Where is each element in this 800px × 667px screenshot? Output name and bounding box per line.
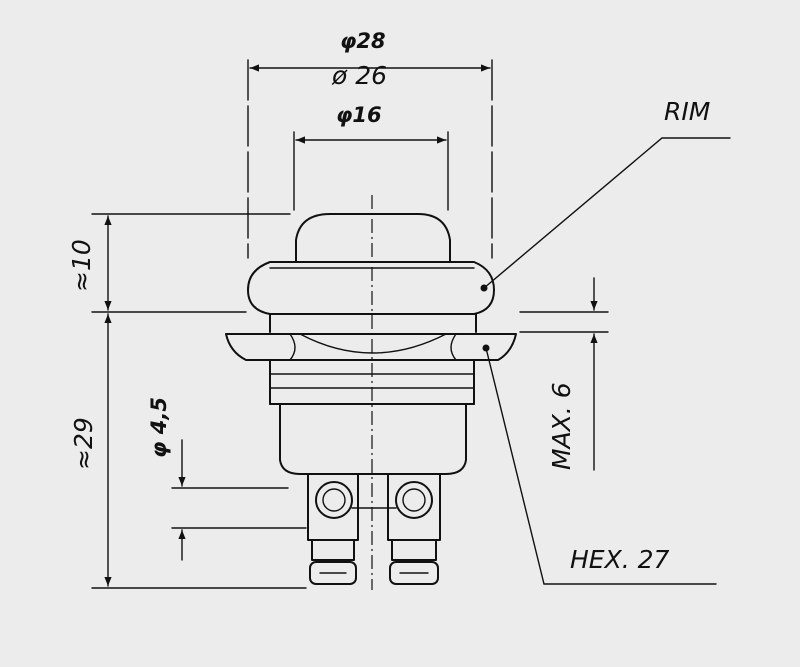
- collar: [269, 313, 477, 333]
- dim-label-top: φ28: [340, 29, 386, 53]
- rim-leader-line: [483, 137, 731, 289]
- rim-label: RIM: [664, 97, 710, 126]
- hex-nut: [225, 333, 517, 361]
- dim-label-10: ≈10: [67, 239, 96, 292]
- dim-label-26: ø 26: [331, 61, 387, 90]
- rim-body: [247, 261, 495, 315]
- dim-label-45: φ 4,5: [147, 397, 171, 458]
- dim-label-29: ≈29: [69, 417, 98, 470]
- dim-label-max6: MAX. 6: [547, 382, 576, 470]
- hex-nut-chamfer: [299, 333, 447, 354]
- hex-nut-facets: [289, 333, 457, 361]
- terminal-right: [387, 473, 441, 585]
- lower-housing: [279, 403, 467, 475]
- dim-label-16: φ16: [336, 103, 382, 127]
- button-cap: [295, 213, 451, 263]
- hex-label: HEX. 27: [570, 545, 670, 574]
- hex-leader-line: [485, 347, 717, 585]
- terminal-left: [307, 473, 359, 585]
- threaded-body: [269, 359, 475, 405]
